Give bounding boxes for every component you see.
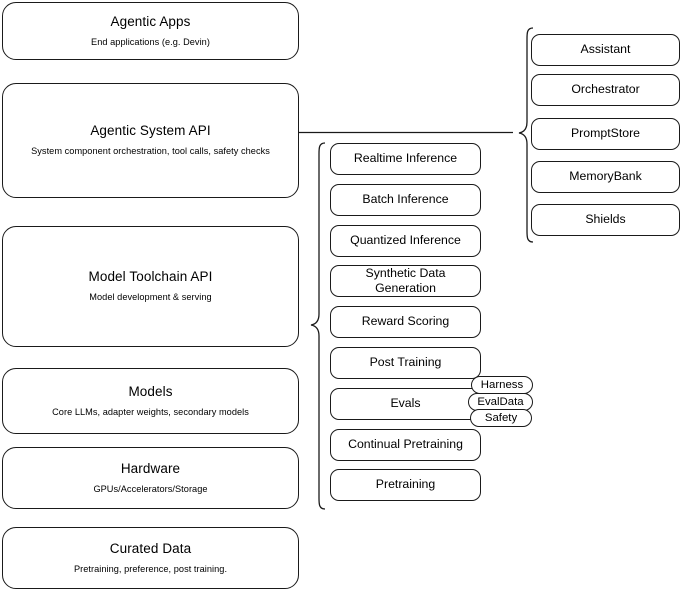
layer-subtitle: Core LLMs, adapter weights, secondary mo… [52, 406, 249, 417]
stack-layer-agentic-system-api[interactable]: Agentic System API System component orch… [2, 83, 299, 198]
component-memorybank[interactable]: MemoryBank [531, 161, 680, 193]
layer-title: Agentic Apps [110, 13, 191, 29]
brace-path [518, 27, 534, 243]
eval-badge-safety[interactable]: Safety [470, 409, 532, 427]
layer-subtitle: Pretraining, preference, post training. [73, 563, 228, 574]
component-label: Assistant [580, 42, 631, 57]
layer-title: Models [128, 383, 173, 399]
capability-continual-pretraining[interactable]: Continual Pretraining [330, 429, 481, 461]
layer-title: Curated Data [109, 540, 192, 556]
layer-subtitle: Model development & serving [89, 292, 212, 303]
connector-agentic-system-to-components [299, 131, 513, 134]
capability-label: Quantized Inference [350, 233, 461, 248]
eval-badge-label: Harness [480, 379, 524, 391]
component-label: Orchestrator [571, 82, 640, 97]
capability-label: Realtime Inference [353, 151, 458, 166]
capability-batch-inference[interactable]: Batch Inference [330, 184, 481, 216]
capability-label: Synthetic Data Generation [365, 265, 446, 295]
capability-label: Continual Pretraining [348, 437, 463, 452]
component-orchestrator[interactable]: Orchestrator [531, 74, 680, 106]
capability-label: Post Training [369, 355, 442, 370]
component-label: Shields [585, 212, 626, 227]
layer-title: Agentic System API [90, 123, 211, 139]
capability-evals[interactable]: Evals [330, 388, 481, 420]
stack-layer-hardware[interactable]: Hardware GPUs/Accelerators/Storage [2, 447, 299, 509]
component-label: PromptStore [570, 126, 641, 141]
layer-title: Hardware [120, 460, 181, 476]
stack-layer-model-toolchain-api[interactable]: Model Toolchain API Model development & … [2, 226, 299, 347]
component-promptstore[interactable]: PromptStore [531, 118, 680, 150]
component-shields[interactable]: Shields [531, 204, 680, 236]
brace-agentic-components [518, 27, 534, 243]
capability-realtime-inference[interactable]: Realtime Inference [330, 143, 481, 175]
capability-label: Pretraining [375, 477, 436, 492]
layer-subtitle: System component orchestration, tool cal… [31, 146, 270, 157]
capability-pretraining[interactable]: Pretraining [330, 469, 481, 501]
stack-layer-curated-data[interactable]: Curated Data Pretraining, preference, po… [2, 527, 299, 589]
capability-label: Reward Scoring [361, 314, 450, 329]
capability-reward-scoring[interactable]: Reward Scoring [330, 306, 481, 338]
capability-post-training[interactable]: Post Training [330, 347, 481, 379]
layer-subtitle: GPUs/Accelerators/Storage [93, 483, 208, 494]
capability-synthetic-data-generation[interactable]: Synthetic Data Generation [330, 265, 481, 297]
eval-badge-label: Safety [484, 412, 518, 424]
stack-layer-models[interactable]: Models Core LLMs, adapter weights, secon… [2, 368, 299, 434]
capability-label: Evals [390, 396, 421, 411]
stack-layer-agentic-apps[interactable]: Agentic Apps End applications (e.g. Devi… [2, 2, 299, 60]
brace-path [310, 142, 326, 510]
capability-quantized-inference[interactable]: Quantized Inference [330, 225, 481, 257]
brace-toolchain-capabilities [310, 142, 326, 510]
component-assistant[interactable]: Assistant [531, 34, 680, 66]
layer-title: Model Toolchain API [88, 269, 213, 285]
layer-subtitle: End applications (e.g. Devin) [91, 36, 210, 47]
eval-badge-harness[interactable]: Harness [471, 376, 533, 394]
capability-label: Batch Inference [362, 192, 449, 207]
component-label: MemoryBank [569, 169, 642, 184]
eval-badge-label: EvalData [477, 396, 524, 408]
